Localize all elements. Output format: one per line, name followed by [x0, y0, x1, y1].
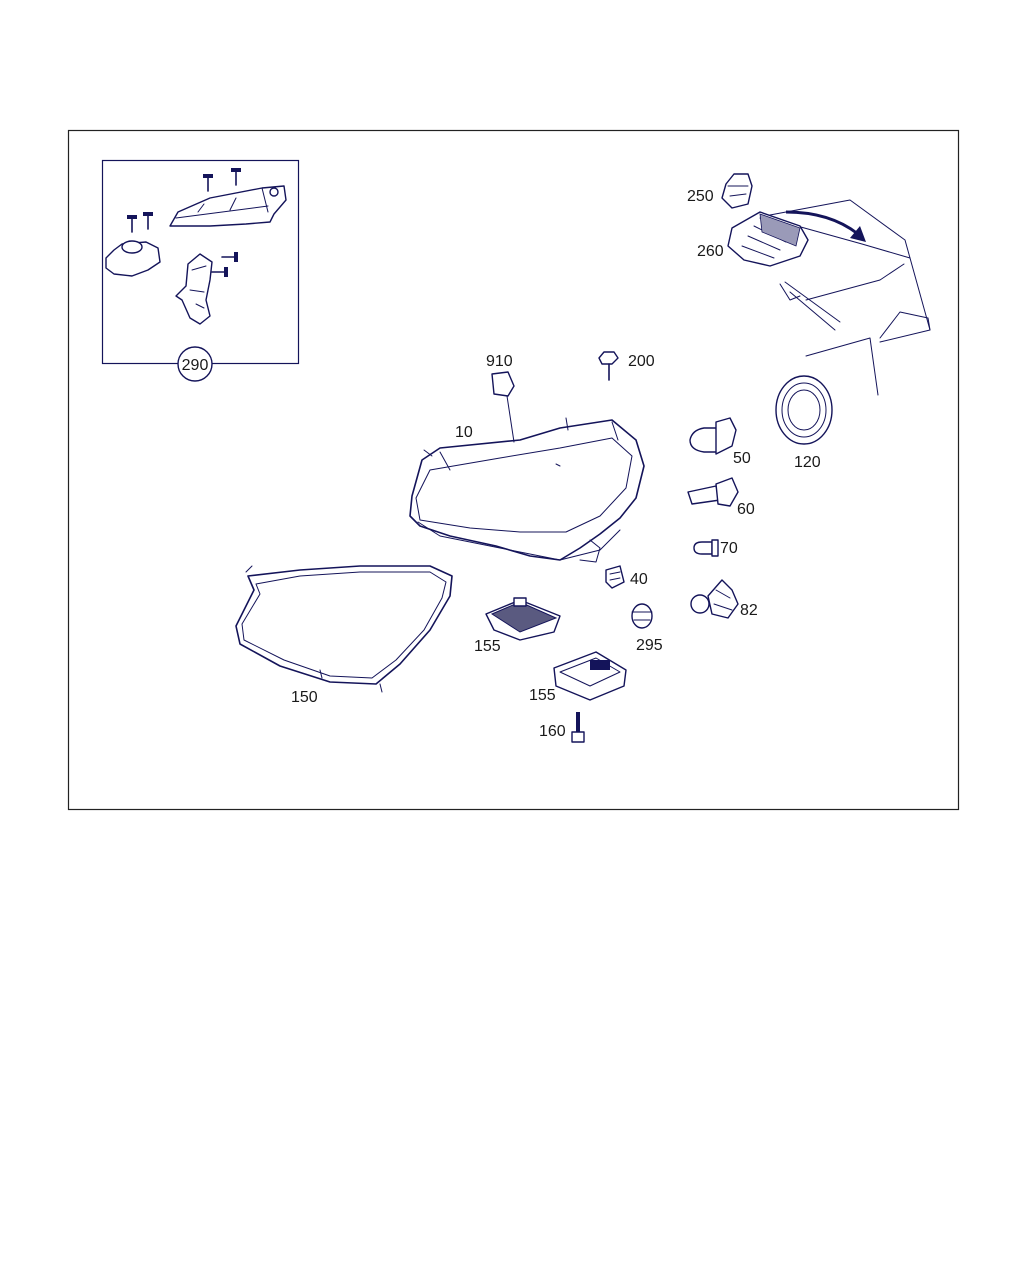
callout-120[interactable]: 120: [794, 454, 821, 471]
part-260-cover[interactable]: [727, 211, 809, 267]
part-200-bolt[interactable]: [598, 351, 619, 381]
bracket-plate: [169, 185, 287, 227]
callout-910[interactable]: 910: [486, 353, 513, 370]
part-70-bulb[interactable]: [693, 539, 719, 557]
arrow-pointer: [785, 210, 859, 236]
part-40-clip[interactable]: [605, 565, 625, 589]
inset-kit-290[interactable]: [101, 159, 300, 365]
part-10-headlamp[interactable]: [409, 417, 645, 563]
callout-200[interactable]: 200: [628, 353, 655, 370]
callout-60[interactable]: 60: [737, 501, 755, 518]
part-82-bulb[interactable]: [690, 579, 739, 619]
part-150-seal[interactable]: [235, 565, 453, 693]
adjuster-motor: [105, 241, 161, 277]
callout-155-lower[interactable]: 155: [529, 687, 556, 704]
callout-160[interactable]: 160: [539, 723, 566, 740]
part-160-bolt[interactable]: [571, 712, 585, 743]
callout-260[interactable]: 260: [697, 243, 724, 260]
callout-82[interactable]: 82: [740, 602, 758, 619]
diagram-frame: [67, 129, 960, 811]
callout-40[interactable]: 40: [630, 571, 648, 588]
part-120-cap[interactable]: [775, 375, 833, 445]
part-155-ballast-lower[interactable]: [553, 651, 627, 701]
callout-250[interactable]: 250: [687, 188, 714, 205]
part-910-label[interactable]: [491, 371, 515, 443]
callout-70[interactable]: 70: [720, 540, 738, 557]
part-60-bulb[interactable]: [687, 477, 739, 507]
vehicle-outline: [769, 199, 931, 396]
part-50-bulb[interactable]: [689, 417, 737, 455]
callout-circle-290: [177, 346, 213, 382]
part-295-connector[interactable]: [631, 603, 653, 629]
callout-150[interactable]: 150: [291, 689, 318, 706]
callout-10[interactable]: 10: [455, 424, 473, 441]
screw-icon: [127, 168, 241, 277]
lower-bracket: [175, 253, 213, 325]
callout-50[interactable]: 50: [733, 450, 751, 467]
callout-295[interactable]: 295: [636, 637, 663, 654]
callout-290[interactable]: 290: [182, 357, 209, 374]
part-155-ballast-upper[interactable]: [485, 597, 561, 641]
part-250-socket[interactable]: [721, 173, 753, 209]
callout-155-upper[interactable]: 155: [474, 638, 501, 655]
